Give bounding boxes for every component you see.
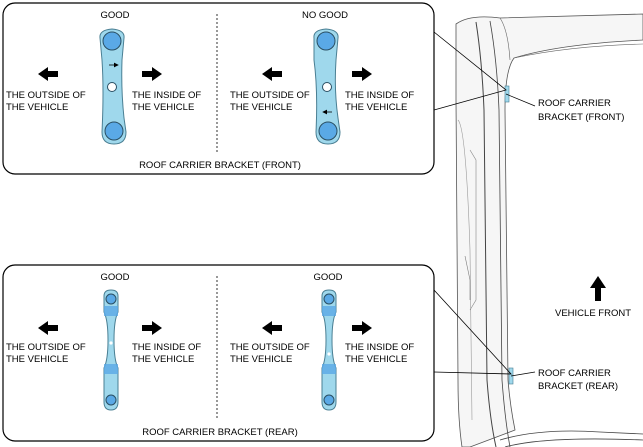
front-right-status-label: NO GOOD [302,10,348,21]
rear-panel-caption: ROOF CARRIER BRACKET (REAR) [142,427,298,438]
rear-left-outside-label-2: THE VEHICLE [6,354,68,365]
outside-arrow-icon [262,321,282,335]
outside-arrow-icon [262,67,282,81]
rear-callout-label-line2: BRACKET (REAR) [538,381,618,392]
front-left-outside-label-1: THE OUTSIDE OF [6,90,86,101]
rear-right-inside-label-1: THE INSIDE OF [345,342,414,353]
rear-callout-leader [510,371,536,377]
inside-arrow-icon [142,67,162,81]
rear-zoom-connector [433,289,512,375]
rear-right-outside-label-2: THE VEHICLE [230,354,292,365]
rear-bracket-panel: GOOD GOOD THE OUTSIDE OF THE VEHICLE THE… [2,264,435,442]
rear-callout-label-line1: ROOF CARRIER [538,368,611,379]
rear-panel-frame [2,264,435,442]
rear-right-outside-label-1: THE OUTSIDE OF [230,342,310,353]
outside-arrow-icon [38,67,58,81]
inside-arrow-icon [352,67,372,81]
front-zoom-connector [433,31,507,111]
front-panel-frame [2,2,435,175]
front-no-good-bracket [313,28,341,145]
front-left-inside-label-2: THE VEHICLE [132,102,194,113]
front-right-inside-label-1: THE INSIDE OF [345,90,414,101]
outside-arrow-icon [38,321,58,335]
inside-arrow-icon [352,321,372,335]
front-callout-label-line2: BRACKET (FRONT) [538,112,624,123]
inside-arrow-icon [142,321,162,335]
rear-left-bracket [103,289,119,411]
front-left-inside-label-1: THE INSIDE OF [132,90,201,101]
rear-right-bracket [321,289,337,411]
front-bracket-panel: GOOD NO GOOD THE OUTSIDE OF THE VEHICLE … [2,2,435,175]
front-right-inside-label-2: THE VEHICLE [345,102,407,113]
rear-right-inside-label-2: THE VEHICLE [345,354,407,365]
front-callout-leader [505,93,536,107]
vehicle-front-arrow-icon [590,276,606,301]
front-panel-caption: ROOF CARRIER BRACKET (FRONT) [139,160,301,171]
front-right-outside-label-1: THE OUTSIDE OF [230,90,310,101]
front-bracket-location-marker [504,85,510,103]
rear-left-inside-label-2: THE VEHICLE [132,354,194,365]
rear-right-status-label: GOOD [313,272,342,283]
rear-left-status-label: GOOD [100,272,129,283]
front-callout-label-line1: ROOF CARRIER [538,98,611,109]
front-good-bracket [99,28,127,145]
vehicle-front-label: VEHICLE FRONT [555,308,631,319]
rear-left-outside-label-1: THE OUTSIDE OF [6,342,86,353]
front-right-outside-label-2: THE VEHICLE [230,102,292,113]
front-left-status-label: GOOD [100,10,129,21]
front-left-outside-label-2: THE VEHICLE [6,102,68,113]
rear-left-inside-label-1: THE INSIDE OF [132,342,201,353]
